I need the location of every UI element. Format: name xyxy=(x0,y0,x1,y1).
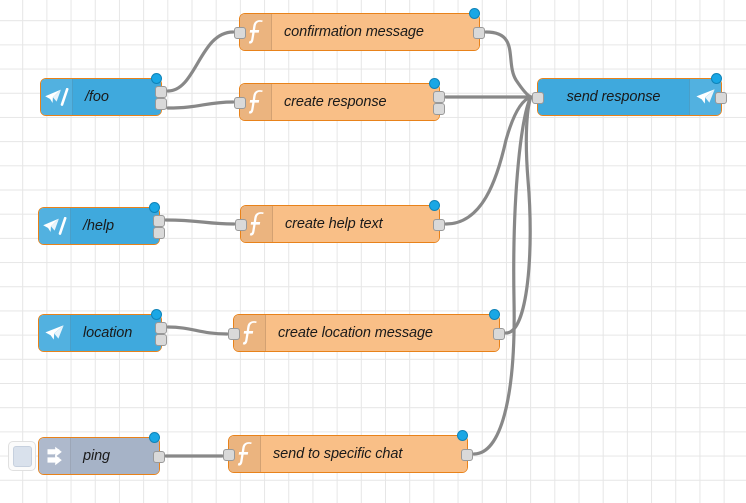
status-dot xyxy=(149,202,160,213)
function-f-icon xyxy=(237,442,252,466)
output-port[interactable] xyxy=(155,321,167,334)
input-port[interactable] xyxy=(234,97,246,109)
node-label: confirmation message xyxy=(284,24,424,40)
node-label: ping xyxy=(83,448,111,464)
foo-out2-to-create-response[interactable] xyxy=(166,100,235,110)
input-port[interactable] xyxy=(532,92,544,104)
function-f-icon xyxy=(248,90,263,114)
create-location-msg-to-send-response[interactable] xyxy=(504,95,533,335)
node-create-help-text[interactable]: create help text xyxy=(235,200,445,243)
node-label: send response xyxy=(566,89,661,105)
node-body: create help text xyxy=(241,206,439,242)
create-help-text-to-send-response[interactable] xyxy=(444,95,533,226)
output-port[interactable] xyxy=(473,27,485,39)
node-foo-command[interactable]: /foo xyxy=(40,73,167,116)
telegram-plane-icon xyxy=(695,89,715,104)
node-send-to-specific-chat[interactable]: send to specific chat xyxy=(223,430,473,473)
node-location-trigger[interactable]: location xyxy=(38,309,167,352)
function-f-icon xyxy=(249,212,264,236)
link-in-arrow-icon xyxy=(47,446,62,466)
node-body: send response xyxy=(538,79,721,115)
node-label: location xyxy=(83,325,133,341)
status-dot xyxy=(429,200,440,211)
output-port[interactable] xyxy=(433,103,445,116)
node-body: ping xyxy=(39,438,159,474)
node-confirmation-message[interactable]: confirmation message xyxy=(234,8,485,51)
input-port[interactable] xyxy=(234,27,246,39)
output-port[interactable] xyxy=(155,85,167,98)
status-dot xyxy=(711,73,722,84)
output-port[interactable] xyxy=(153,451,165,463)
foo-out1-to-confirmation-message[interactable] xyxy=(166,30,235,93)
send-to-specific-chat-to-send-response[interactable] xyxy=(472,95,533,456)
status-dot xyxy=(469,8,480,19)
node-create-location-message[interactable]: create location message xyxy=(228,309,505,352)
node-body: /foo xyxy=(41,79,161,115)
node-send-response[interactable]: send response xyxy=(532,73,727,116)
node-label: /help xyxy=(83,218,114,234)
node-label: create response xyxy=(284,94,387,110)
node-label: send to specific chat xyxy=(273,446,403,462)
node-icon-cell xyxy=(39,315,71,351)
node-body: location xyxy=(39,315,161,351)
node-body: /help xyxy=(39,208,159,244)
input-port[interactable] xyxy=(223,449,235,461)
node-help-command[interactable]: /help xyxy=(38,202,165,245)
node-ping-link[interactable]: ping xyxy=(38,432,165,475)
node-label: create help text xyxy=(285,216,383,232)
node-icon-cell xyxy=(41,79,73,115)
node-body: send to specific chat xyxy=(229,436,467,472)
node-body: confirmation message xyxy=(240,14,479,50)
function-f-icon xyxy=(242,321,257,345)
node-icon-cell xyxy=(39,208,71,244)
output-port[interactable] xyxy=(493,328,505,340)
output-port[interactable] xyxy=(155,98,167,111)
output-port[interactable] xyxy=(461,449,473,461)
output-port[interactable] xyxy=(433,90,445,103)
telegram-command-icon xyxy=(44,88,68,106)
output-port[interactable] xyxy=(433,219,445,231)
status-dot xyxy=(149,432,160,443)
location-to-create-location-message[interactable] xyxy=(166,325,229,336)
help-command-to-create-help-text[interactable] xyxy=(164,218,236,226)
confirmation-message-to-send-response[interactable] xyxy=(484,30,533,99)
function-f-icon xyxy=(248,20,263,44)
node-icon-cell xyxy=(240,84,272,120)
telegram-plane-icon xyxy=(44,325,64,340)
node-create-response[interactable]: create response xyxy=(234,78,445,121)
node-body: create response xyxy=(240,84,439,120)
node-label: create location message xyxy=(278,325,433,341)
status-dot xyxy=(429,78,440,89)
output-port[interactable] xyxy=(153,227,165,240)
node-label: /foo xyxy=(85,89,109,105)
output-port[interactable] xyxy=(155,334,167,347)
input-port[interactable] xyxy=(228,328,240,340)
output-port[interactable] xyxy=(153,214,165,227)
link-call-button[interactable] xyxy=(8,441,36,471)
node-body: create location message xyxy=(234,315,499,351)
status-dot xyxy=(457,430,468,441)
status-dot xyxy=(489,309,500,320)
output-port[interactable] xyxy=(715,92,727,104)
telegram-command-icon xyxy=(42,217,66,235)
status-dot xyxy=(151,309,162,320)
node-icon-cell xyxy=(39,438,71,474)
status-dot xyxy=(151,73,162,84)
link-button-glyph xyxy=(12,445,32,467)
input-port[interactable] xyxy=(235,219,247,231)
